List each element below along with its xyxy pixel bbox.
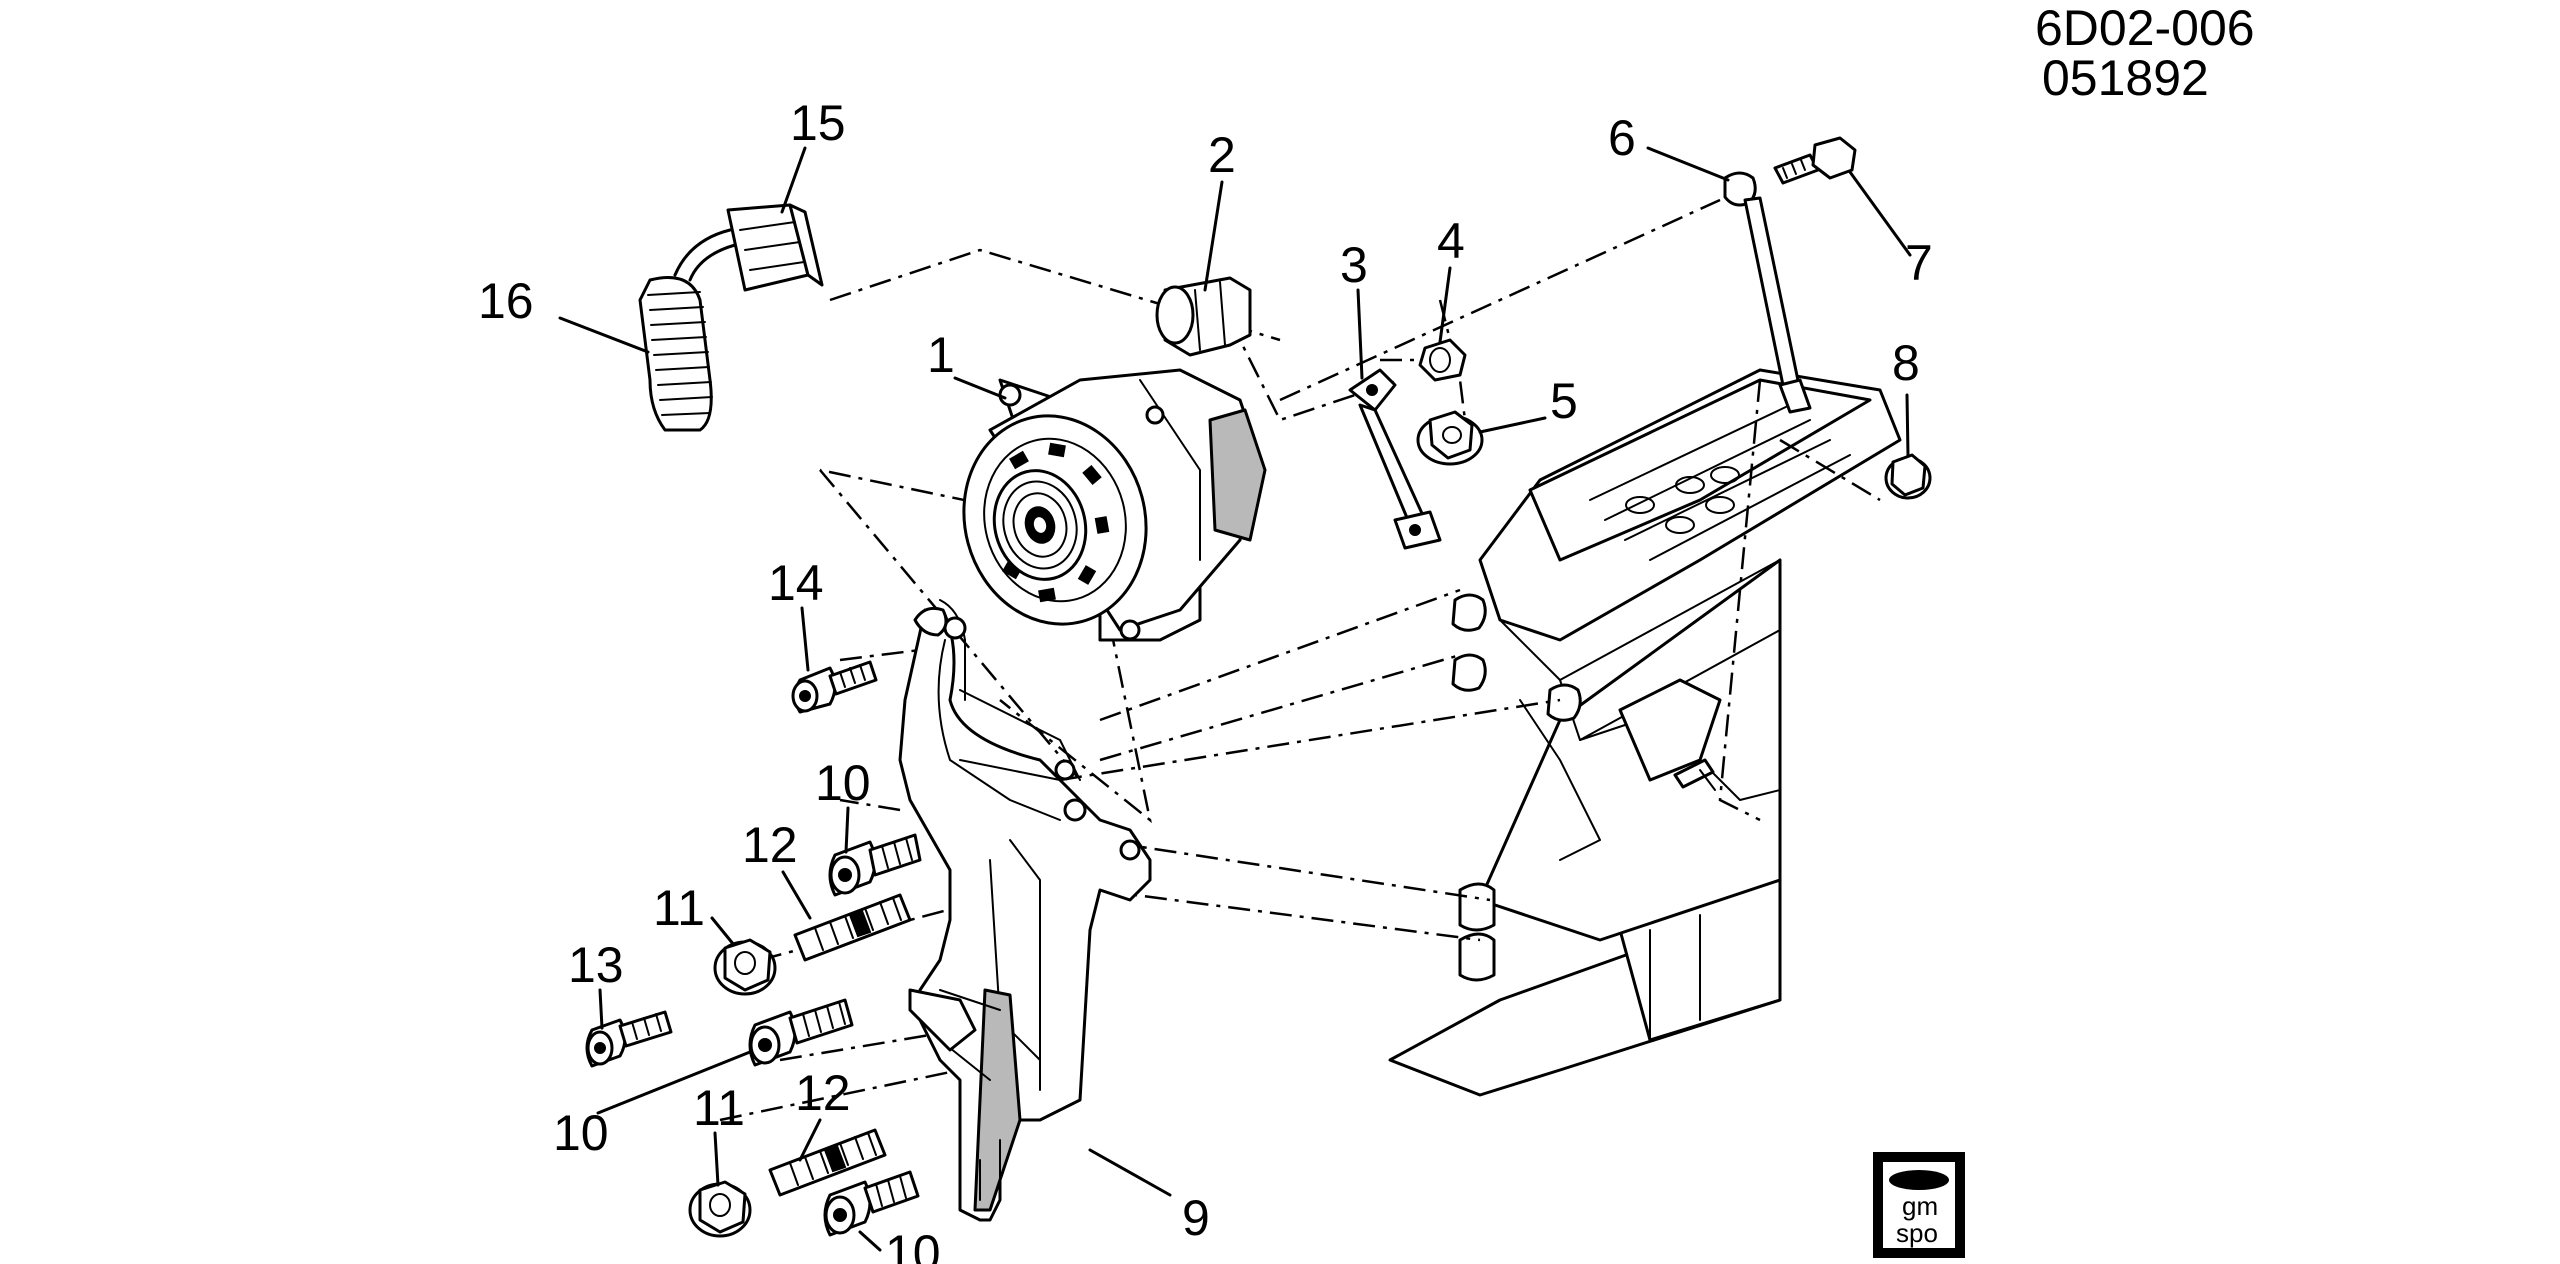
- callout-12-lower: 12: [795, 1065, 851, 1121]
- callout-12-upper: 12: [742, 817, 798, 873]
- reference-code-line1: 6D02-006: [2035, 0, 2255, 56]
- alternator-bracket: [898, 599, 1152, 1222]
- callout-2: 2: [1208, 127, 1236, 183]
- logo-text-gm: gm: [1902, 1191, 1938, 1221]
- callout-7: 7: [1905, 235, 1933, 291]
- gm-spo-logo: gm spo: [1873, 1152, 1965, 1258]
- callout-5: 5: [1550, 373, 1578, 429]
- reference-code-line2: 051892: [2042, 50, 2209, 106]
- bolt-13: [585, 1010, 673, 1068]
- nut-11-upper: [713, 938, 777, 996]
- wiring-harness: [638, 203, 824, 432]
- adjusting-strap: [1348, 368, 1442, 550]
- nut-11-lower: [688, 1180, 752, 1238]
- callout-1: 1: [927, 327, 955, 383]
- bolt-7: [1773, 136, 1857, 185]
- spacer-clip: [1155, 276, 1252, 357]
- bolt-10-lower: [823, 1170, 920, 1237]
- nut-8: [1884, 453, 1932, 500]
- callout-15: 15: [790, 95, 846, 151]
- callout-10-upper: 10: [815, 755, 871, 811]
- callouts: 1 2 3 4 5 6 7 8 9 10 10 10 11 11 12 12 1…: [478, 95, 1933, 1264]
- engine-block: [1388, 368, 1902, 1097]
- callout-8: 8: [1892, 335, 1920, 391]
- support-brace: [1723, 171, 1812, 414]
- callout-14: 14: [768, 555, 824, 611]
- bolt-10-middle: [748, 998, 854, 1067]
- stud-12-upper: [793, 893, 912, 962]
- bolt-10-upper: [828, 833, 922, 897]
- nut-4: [1418, 338, 1467, 382]
- callout-13: 13: [568, 937, 624, 993]
- bolt-14: [791, 660, 878, 714]
- leader-lines: [558, 146, 1912, 1252]
- callout-11-lower: 11: [693, 1080, 745, 1136]
- alternator: [962, 368, 1267, 642]
- flange-nut-5: [1416, 410, 1484, 466]
- callout-11-upper: 11: [653, 880, 705, 936]
- callout-4: 4: [1437, 213, 1465, 269]
- callout-10-middle: 10: [553, 1105, 609, 1161]
- callout-9: 9: [1182, 1190, 1210, 1246]
- callout-16: 16: [478, 273, 534, 329]
- callout-6: 6: [1608, 110, 1636, 166]
- reference-code: 6D02-006 051892: [2035, 0, 2255, 106]
- callout-10-lower: 10: [885, 1225, 941, 1264]
- stud-12-lower: [768, 1128, 887, 1197]
- logo-text-spo: spo: [1896, 1218, 1938, 1248]
- callout-3: 3: [1340, 237, 1368, 293]
